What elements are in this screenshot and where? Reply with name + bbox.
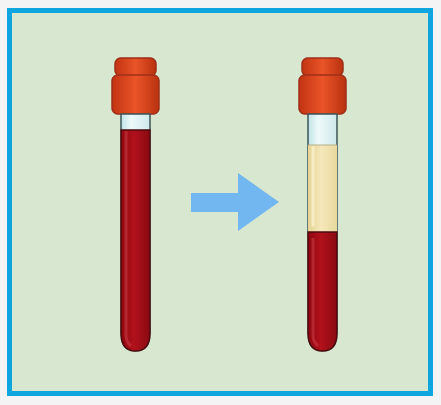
process-arrow	[191, 173, 279, 231]
tube-cap-top	[302, 58, 343, 76]
whole-blood-tube	[112, 58, 159, 351]
separated-blood-tube	[299, 58, 346, 351]
tube-cap	[299, 75, 346, 114]
tube-cap-top	[115, 58, 156, 76]
tube-cap	[112, 75, 159, 114]
